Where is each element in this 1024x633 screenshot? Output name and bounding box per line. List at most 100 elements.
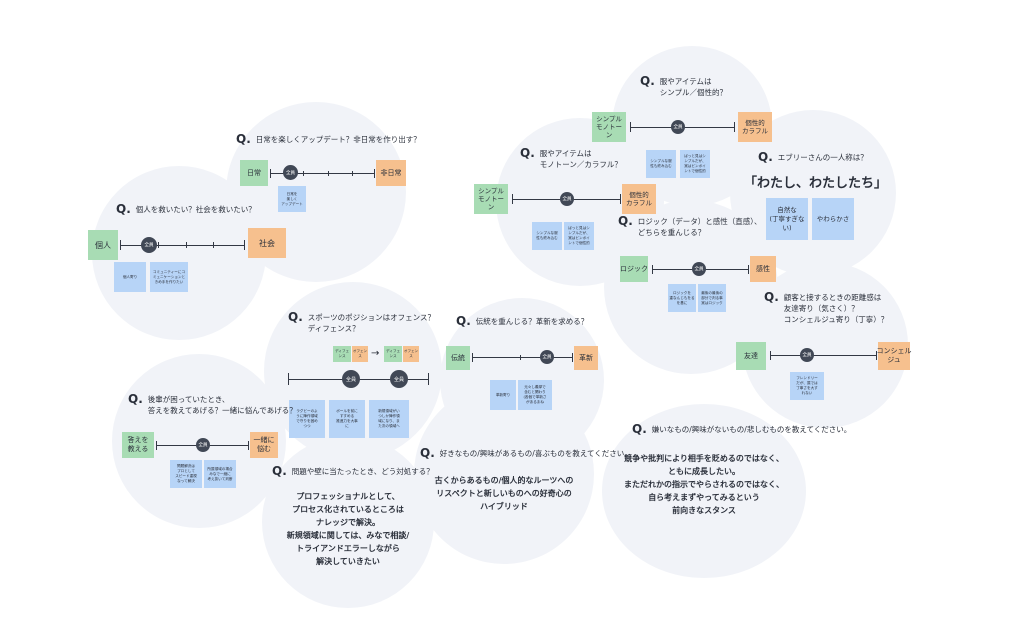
sticky-note: コミュニティーにコ ミュニケーションと きめ手を作りたい (150, 262, 188, 292)
q-mark: Q. (456, 314, 471, 328)
marker-all: 全員 (671, 120, 685, 134)
sticky-note: 日常を 楽しく アップデート (278, 186, 306, 212)
sticky-note: 元々し義挙で 含むと関わり (各個で革新さ があるまね (518, 380, 552, 410)
label-logic: ロジック (620, 256, 648, 282)
sticky-note: シンプルな服 性も終み込む (532, 222, 562, 250)
sticky-note: 自然な (丁寧すぎな い) (766, 198, 808, 240)
sticky-note: ぱっと見はシ ンプルだが、 実はビンポイ ントで個性的 (564, 222, 594, 250)
axis-tick (213, 242, 214, 248)
marker-all: 全員 (342, 370, 360, 388)
axis-tradition (472, 357, 572, 358)
marker-all: 全員 (283, 165, 298, 180)
label-give-answer: 答えを 教える (122, 432, 154, 458)
question-clothes1: Q.服やアイテムは モノトーン／カラフル？ (520, 146, 622, 169)
axis-tick (244, 240, 245, 250)
question-sports: Q.スポーツのポジションはオフェンス？ ディフェンス？ (288, 310, 435, 333)
sticky-note: ボールを前に すすめる 推進力を大事 に (329, 400, 365, 438)
question-dislike: Q.嫌いなもの/興味がないもの/悲しむものを教えてください。 (632, 422, 852, 436)
answer-nickname: 「わたし、わたしたち」 (744, 176, 888, 191)
axis-distance (770, 355, 876, 356)
mini-offense: オフェン ス (403, 346, 419, 362)
q-mark: Q. (288, 310, 303, 324)
question-logic: Q.ロジック（データ）と感性（直感）、 どちらを重んじる？ (618, 214, 762, 237)
axis-tick (156, 441, 157, 450)
axis-tick (374, 169, 375, 178)
axis-individual-society (120, 245, 244, 246)
question-nickname: Q.エブリーさんの一人称は？ (758, 150, 868, 164)
axis-tick (770, 351, 771, 360)
q-mark: Q. (618, 214, 633, 228)
sticky-note: やわらかさ (812, 198, 854, 240)
axis-tick (652, 265, 653, 274)
label-sensibility: 感性 (750, 256, 776, 282)
answer-problem: プロフェッショナルとして、 プロセス化されているところは ナレッジで解決。 新規… (286, 492, 410, 566)
label-concierge: コンシェル ジュ (877, 342, 912, 370)
question-individual-society: Q.個人を救いたい？社会を救いたい？ (116, 202, 256, 216)
sticky-note: シンプルな服 性も終み込む (646, 150, 676, 178)
question-distance: Q.顧客と接するときの距離感は 友達寄り（気さく）？ コンシェルジュ寄り（丁寧）… (764, 290, 889, 324)
question-clothes2: Q.服やアイテムは シンプル／個性的？ (640, 74, 728, 97)
sticky-note: ロジックを 重なんじもをる を基に (668, 284, 696, 312)
sticky-note: ラグビーのよ うに陣作領域 で守りを固め つつ (289, 400, 325, 438)
sticky-note: 問題解決は プロとして スピード重視 なって解決 (170, 460, 202, 488)
marker-all: 全員 (196, 438, 210, 452)
answer-dislike: 競争や批判により相手を貶めるのではなく、 ともに成長したい。 まただれかの指示で… (624, 454, 784, 515)
q-mark: Q. (128, 392, 143, 406)
mini-defense: ディフェ ンス (384, 346, 402, 362)
axis-tick (630, 122, 631, 132)
marker-all: 全員 (141, 237, 157, 253)
label-individual: 個人 (88, 230, 118, 260)
marker-all: 全員 (390, 370, 408, 388)
q-mark: Q. (764, 290, 779, 304)
q-mark: Q. (272, 464, 287, 478)
axis-tick (520, 355, 521, 360)
label-innovation: 革新 (574, 346, 598, 370)
question-likes: Q.好きなもの/興味があるもの/喜ぶものを教えてください。 (420, 446, 632, 460)
question-junior: Q.後輩が困っていたとき、 答えを教えてあげる？一緒に悩んであげる？ (128, 392, 297, 415)
label-tradition: 伝統 (446, 346, 470, 370)
marker-all: 全員 (540, 350, 554, 364)
sticky-note: 新規領域がい つしか陣作領 域になり、ま た次の領域へ (369, 400, 409, 438)
mini-offense: オフェン ス (352, 346, 368, 362)
q-mark: Q. (236, 132, 251, 146)
circle-problem (262, 436, 434, 608)
label-unique-colorful: 個性的 カラフル (738, 112, 772, 142)
marker-all: 全員 (800, 348, 814, 362)
label-extraordinary: 非日常 (376, 160, 406, 186)
q-mark: Q. (632, 422, 647, 436)
axis-daily (270, 173, 374, 174)
sticky-note: 所属領域の場合 みなで一緒に 考え抜いて判断 (204, 460, 236, 488)
axis-tick (428, 373, 429, 385)
axis-tick (186, 242, 187, 248)
axis-tick (270, 169, 271, 178)
label-worry-together: 一緒に 悩む (250, 432, 278, 458)
axis-tick (328, 171, 329, 176)
axis-tick (120, 240, 121, 250)
question-tradition: Q.伝統を重んじる？革新を求める？ (456, 314, 589, 328)
axis-tick (352, 171, 353, 176)
axis-tick (748, 265, 749, 274)
mini-defense: ディフェ ンス (333, 346, 351, 362)
marker-all: 全員 (692, 262, 706, 276)
label-daily: 日常 (240, 160, 268, 186)
axis-tick (248, 441, 249, 450)
sticky-note: 最後の最後の 部分で判る事 実はロジック (698, 284, 726, 312)
q-mark: Q. (640, 74, 655, 88)
sticky-note: 革新寄り (490, 380, 516, 410)
axis-tick (158, 242, 159, 248)
label-simple-mono: シンプル モノトー ン (592, 112, 626, 142)
question-problem: Q.問題や壁に当たったとき、どう対処する？ (272, 464, 434, 478)
answer-likes: 古くからあるもの/個人的なルーツへの リスペクトと新しいものへの好奇心の ハイブ… (434, 476, 574, 511)
label-unique-colorful: 個性的 カラフル (622, 184, 656, 214)
circle-dislike (602, 404, 806, 578)
sticky-note: 個人寄り (114, 262, 146, 292)
arrow-icon: → (371, 348, 380, 359)
label-friend: 友達 (736, 342, 766, 370)
axis-tick (734, 122, 735, 132)
axis-tick (620, 194, 621, 204)
axis-tick (472, 353, 473, 362)
label-simple-mono: シンプル モノトー ン (474, 184, 508, 214)
label-society: 社会 (248, 228, 286, 258)
sticky-note: ぱっと見はシ ンプルだが、 実はビンポイ ントで個性的 (680, 150, 710, 178)
